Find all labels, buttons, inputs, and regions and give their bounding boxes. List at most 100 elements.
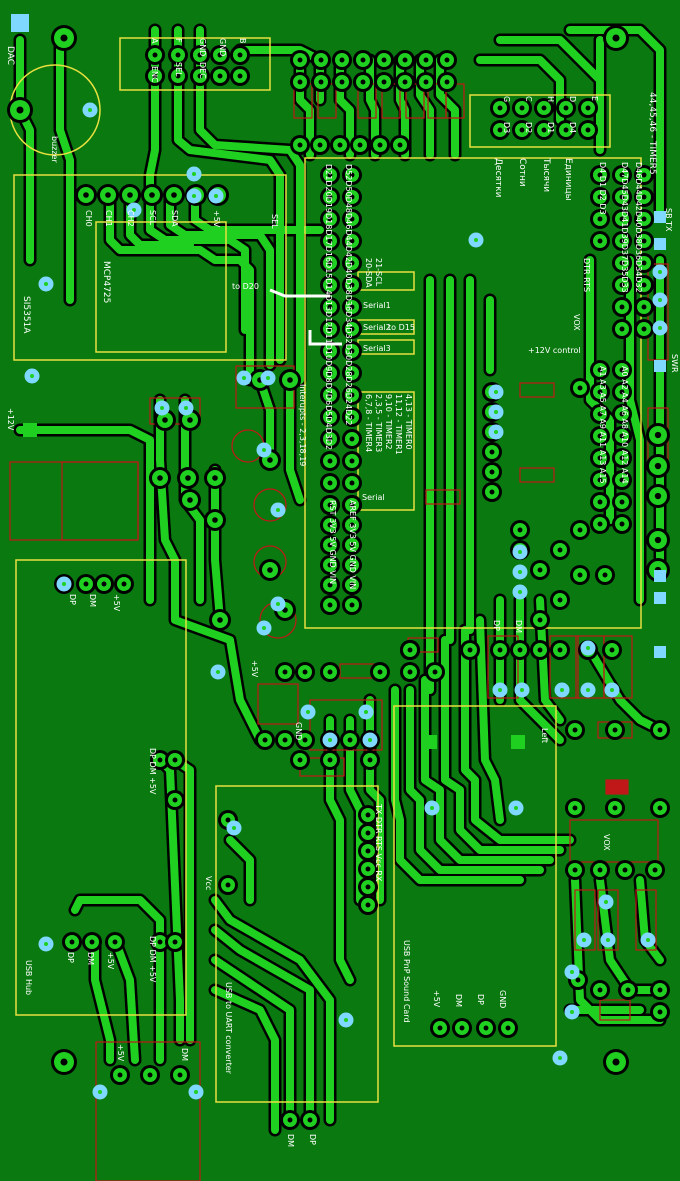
label-scl: SCL	[148, 210, 157, 226]
pad-hole	[287, 377, 293, 383]
label-hub-dm: DM	[88, 594, 97, 607]
pad-hole	[619, 282, 625, 288]
label-serial0: Serial	[362, 493, 385, 502]
label-timer0: 4,13 - TIMER0	[404, 394, 413, 450]
usb-uart-outline	[215, 785, 379, 1103]
label-timer4: 6,7,8 - TIMER4	[364, 394, 373, 452]
pad-hole	[612, 34, 620, 42]
label-enc-gnd: GND	[198, 38, 207, 56]
pad-hole	[377, 669, 383, 675]
pad-hole	[327, 542, 333, 548]
via-hole	[194, 1090, 198, 1094]
pad-hole	[641, 194, 647, 200]
square-pad	[654, 646, 666, 658]
label-d-top2: D46D44D42D40D38D36D34D32	[634, 162, 643, 293]
label-hub-dp2: DP	[66, 952, 75, 963]
pad-hole	[117, 1072, 123, 1078]
pad-hole	[597, 433, 603, 439]
via-hole	[132, 208, 136, 212]
label-a-pins: A1 A3 A5 A7 A9 A11 A13 A15	[598, 366, 607, 484]
pad-hole	[597, 499, 603, 505]
pad-hole	[423, 79, 429, 85]
pad-hole	[577, 385, 583, 391]
pad-hole	[657, 987, 663, 993]
pad-hole	[377, 142, 383, 148]
pad-hole	[217, 73, 223, 79]
via-hole	[560, 688, 564, 692]
pad-hole	[585, 127, 591, 133]
via-hole	[214, 194, 218, 198]
pad-hole	[537, 617, 543, 623]
label-5v-bottom: +5V	[116, 1044, 125, 1062]
pad-hole	[237, 52, 243, 58]
pad-hole	[517, 647, 523, 653]
label-uart-dp: DP	[308, 1134, 317, 1145]
pad-hole	[619, 499, 625, 505]
pad-hole	[297, 79, 303, 85]
pad-hole	[625, 987, 631, 993]
pad-hole	[597, 987, 603, 993]
label-seg-e: E	[590, 96, 599, 101]
pad-hole	[327, 260, 333, 266]
pad-hole	[187, 497, 193, 503]
pad-hole	[423, 57, 429, 63]
pad-hole	[327, 480, 333, 486]
pad-hole	[349, 370, 355, 376]
label-seg-g: G	[502, 96, 511, 102]
pad-hole	[541, 105, 547, 111]
label-hub-dpdm2: DP DM +5V	[148, 936, 157, 983]
pad-hole	[444, 79, 450, 85]
pad-hole	[619, 411, 625, 417]
pad-hole	[505, 1025, 511, 1031]
pad-hole	[597, 867, 603, 873]
pad-hole	[349, 282, 355, 288]
pad-hole	[537, 647, 543, 653]
pad-hole	[519, 105, 525, 111]
square-pad	[11, 14, 29, 32]
label-to-d20: to D20	[232, 282, 259, 291]
via-hole	[586, 646, 590, 650]
via-hole	[276, 508, 280, 512]
label-mega-left: RST 3V3 5V GND VIN	[328, 500, 337, 584]
pad-hole	[327, 348, 333, 354]
pad-hole	[609, 647, 615, 653]
pad-hole	[489, 469, 495, 475]
label-usb-hub: USB Hub	[24, 960, 33, 995]
label-sel-side: SEL	[270, 214, 279, 229]
pad-hole	[597, 194, 603, 200]
pad-hole	[381, 79, 387, 85]
pad-hole	[60, 34, 68, 42]
label-serial1: Serial1	[363, 301, 391, 310]
pad-hole	[619, 260, 625, 266]
pad-hole	[619, 216, 625, 222]
via-hole	[514, 806, 518, 810]
pad-hole	[597, 238, 603, 244]
pad-hole	[172, 939, 178, 945]
pad-hole	[262, 737, 268, 743]
label-uart-dm: DM	[286, 1134, 295, 1147]
vias	[24, 102, 668, 1100]
pad-hole	[557, 597, 563, 603]
pad-hole	[327, 757, 333, 763]
pad-hole	[349, 562, 355, 568]
pad-hole	[365, 848, 371, 854]
label-seg-c: C	[524, 96, 533, 102]
pad-hole	[349, 414, 355, 420]
pad-hole	[619, 367, 625, 373]
pad-hole	[89, 939, 95, 945]
pad-hole	[654, 431, 662, 439]
via-hole	[276, 602, 280, 606]
label-seg-d: D	[568, 96, 577, 102]
pad-hole	[365, 812, 371, 818]
pad-hole	[641, 304, 647, 310]
regulator-tab	[61, 461, 139, 541]
pad-hole	[459, 1025, 465, 1031]
pad-hole	[444, 57, 450, 63]
pad-hole	[577, 572, 583, 578]
pad-hole	[349, 392, 355, 398]
label-serial3: Serial3	[363, 344, 391, 353]
pad-hole	[318, 79, 324, 85]
via-hole	[494, 430, 498, 434]
square-pad	[423, 735, 437, 749]
pad-hole	[327, 216, 333, 222]
